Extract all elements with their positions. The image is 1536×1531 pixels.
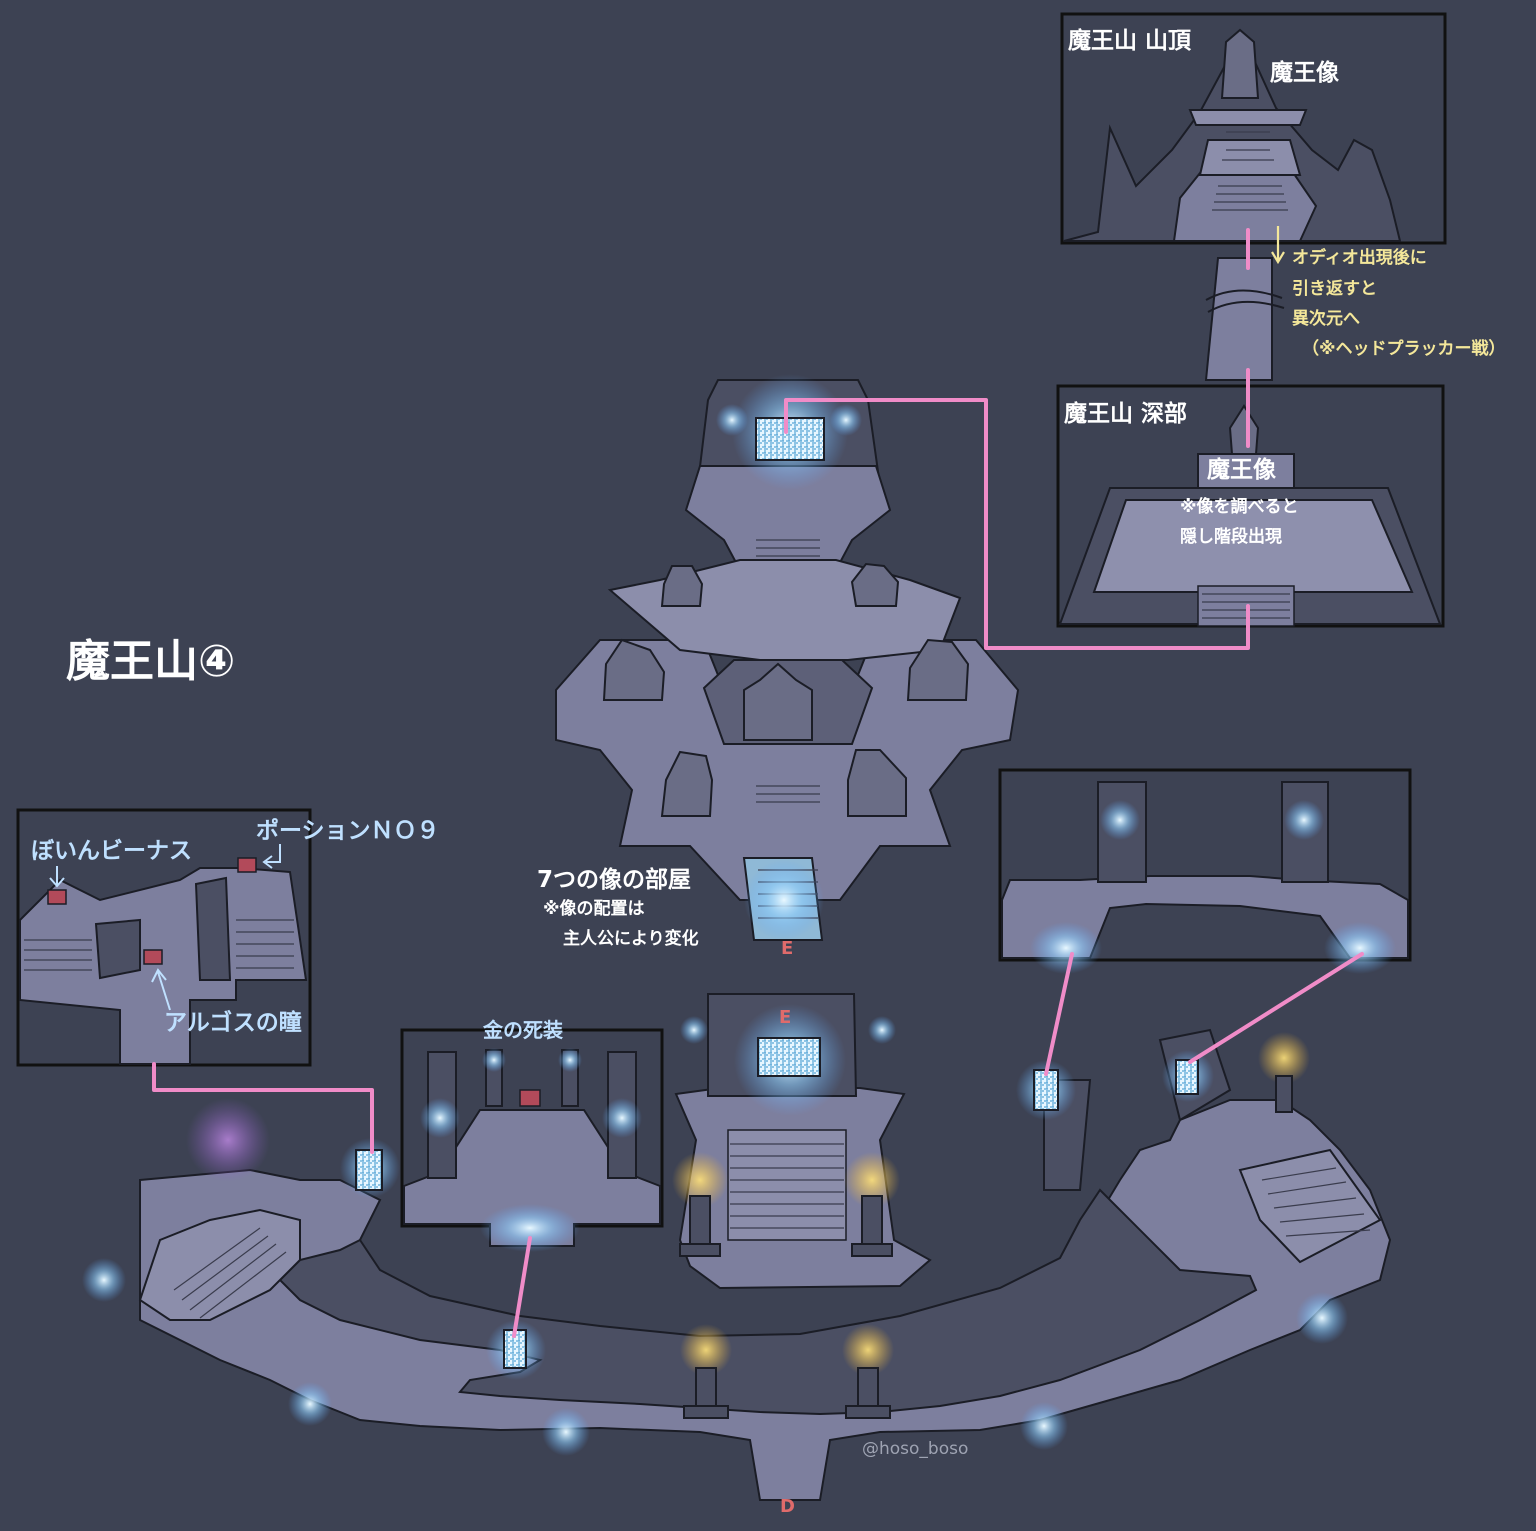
gold-room-item: 金の死装	[483, 1018, 563, 1042]
summit-note-line1: オディオ出現後に	[1292, 248, 1427, 268]
summit-title: 魔王山 山頂	[1068, 28, 1192, 54]
statue-icons	[602, 562, 970, 817]
statue-hall	[555, 374, 1020, 941]
depths-note-line1: ※像を調べると	[1180, 497, 1299, 517]
summit-corridor	[1204, 226, 1285, 381]
exit-e-lower: E	[779, 1007, 792, 1028]
arrow-down-icon	[1271, 226, 1285, 265]
chest-icon	[519, 1089, 541, 1107]
statue-room-note1: ※像の配置は	[543, 899, 645, 919]
torch-icons	[672, 1032, 1310, 1419]
statue-room-title: 7つの像の部屋	[537, 867, 692, 893]
lower-cavern	[82, 993, 1392, 1501]
statue-room-note2: 主人公により変化	[563, 929, 699, 949]
exit-e-upper: E	[781, 938, 794, 959]
treasure-item-1: ぼいんビーナス	[31, 838, 192, 864]
rift-room-inset	[998, 768, 1412, 974]
depths-note-line2: 隠し階段出現	[1180, 527, 1282, 547]
summit-inset	[1060, 12, 1447, 245]
pointer-arrow-icons	[49, 844, 281, 1011]
watermark: @hoso_boso	[862, 1439, 969, 1459]
depths-title: 魔王山 深部	[1064, 401, 1188, 427]
treasure-item-2: ポーションＮＯ９	[256, 818, 440, 844]
map-title: 魔王山④	[66, 636, 236, 687]
summit-statue-label: 魔王像	[1270, 60, 1339, 86]
treasure-item-3: アルゴスの瞳	[164, 1010, 302, 1036]
blue-flame-icons	[82, 1258, 1348, 1456]
gold-room-inset	[400, 1028, 664, 1252]
depths-inset	[1056, 384, 1445, 628]
chest-icons	[47, 857, 257, 965]
depths-statue-label: 魔王像	[1207, 457, 1276, 483]
summit-note-line3: 異次元へ	[1292, 309, 1360, 329]
treasure-room-inset	[16, 808, 312, 1067]
summit-note-line4: （※ヘッドプラッカー戦）	[1302, 339, 1506, 359]
exit-d: D	[780, 1496, 795, 1517]
route-lines	[152, 228, 1364, 1338]
summit-note-line2: 引き返すと	[1292, 279, 1377, 299]
